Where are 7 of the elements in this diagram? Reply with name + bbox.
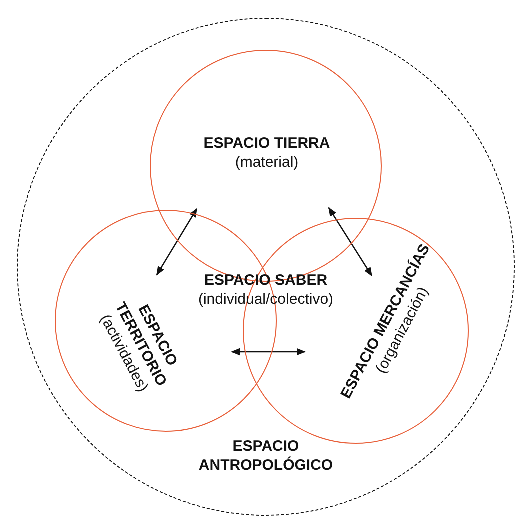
- double-arrow: [231, 348, 306, 356]
- circle-subtitle: (material): [234, 153, 300, 172]
- circle-heading: ESPACIO TIERRA: [202, 134, 332, 153]
- circle-heading: ESPACIO ANTROPOLÓGICO: [198, 437, 334, 475]
- dashed-boundary-circle: [17, 18, 515, 516]
- double-arrow: [156, 208, 198, 276]
- double-arrow: [328, 207, 373, 277]
